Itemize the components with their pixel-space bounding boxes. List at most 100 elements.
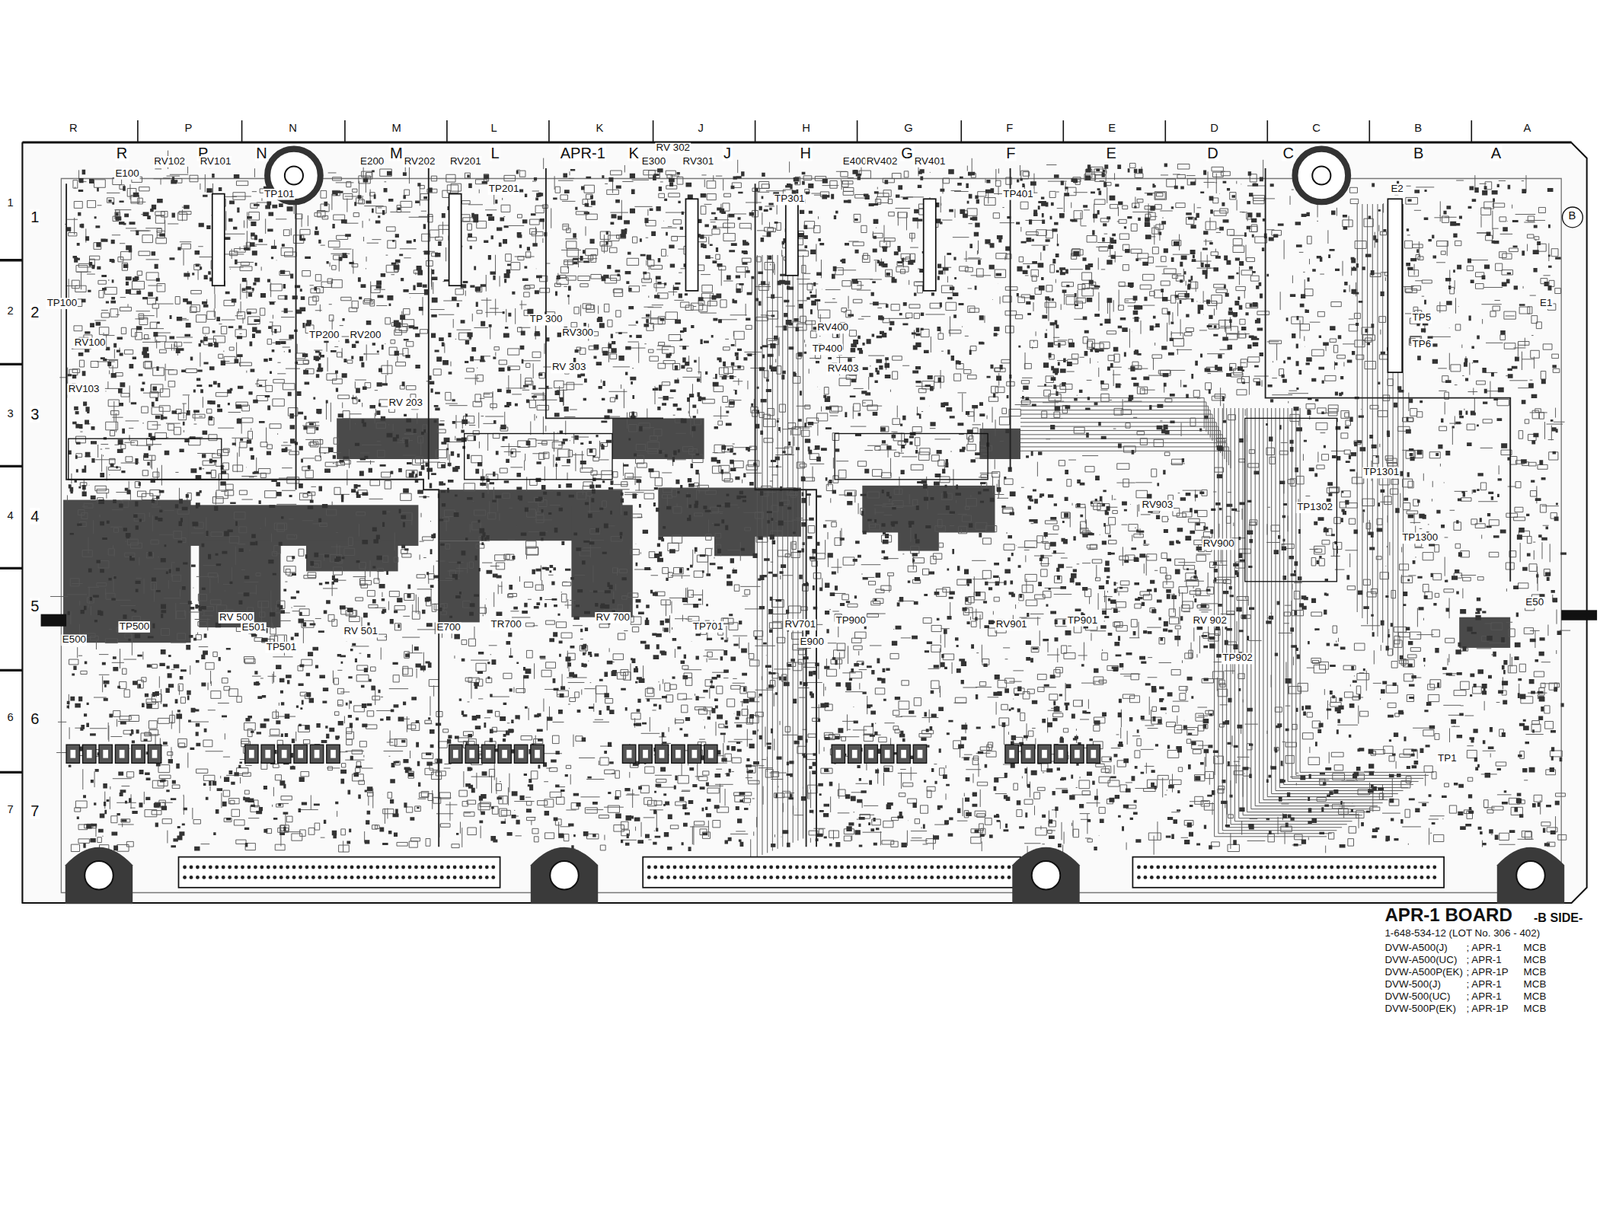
part-reference: RV 501	[342, 626, 379, 638]
grid-letter: B	[1414, 122, 1422, 135]
component-outline	[834, 434, 988, 480]
grid-letter: G	[903, 122, 913, 135]
mount-cell: MCB	[1523, 967, 1547, 978]
part-reference: RV102	[153, 156, 186, 167]
grid-letter: M	[392, 122, 402, 135]
part-reference: E50	[1524, 597, 1546, 608]
part-reference: TP900	[834, 615, 867, 626]
component-outline	[1245, 418, 1338, 582]
part-number: 1-648-534-12 (LOT No. 306 - 402)	[1384, 928, 1540, 939]
part-reference: RV400	[816, 322, 850, 333]
part-reference: RV903	[1140, 500, 1174, 511]
grid-number: 2	[6, 305, 13, 317]
grid-number: 4	[29, 507, 41, 524]
part-reference: RV401	[913, 156, 946, 167]
grid-number: 2	[29, 303, 41, 320]
grid-letter: F	[1005, 144, 1017, 161]
part-reference: RV300	[561, 327, 595, 339]
ic-outline	[685, 198, 698, 291]
mounting-hole	[65, 149, 1565, 905]
part-reference: TP301	[773, 194, 806, 205]
model-cell: DVW-500(UC)	[1384, 991, 1450, 1003]
partition-trace	[755, 183, 817, 847]
grid-letter: B	[1412, 144, 1425, 161]
partition-trace	[805, 489, 808, 847]
part-reference: TP1300	[1401, 532, 1440, 543]
board-title: APR-1 BOARD	[1384, 906, 1513, 926]
partition-trace	[546, 168, 664, 419]
part-reference: E500	[60, 634, 87, 646]
grid-letter: H	[798, 144, 812, 161]
partition-trace	[427, 168, 430, 480]
part-reference: RV 203	[387, 398, 424, 409]
grid-letter: N	[255, 144, 269, 161]
grid-letter: G	[900, 144, 914, 161]
mount-cell: MCB	[1523, 979, 1547, 991]
grid-letter: E	[1104, 144, 1118, 161]
grid-letter: A	[1523, 122, 1532, 135]
part-reference: TP201	[488, 183, 521, 195]
ic-outline	[785, 204, 799, 276]
grid-number: 3	[29, 405, 41, 422]
model-cell: DVW-A500P(EK)	[1384, 967, 1463, 978]
ic-outline	[449, 194, 462, 287]
grid-number: 5	[29, 597, 41, 614]
ic-outline	[1387, 198, 1402, 373]
mount-cell: MCB	[1523, 991, 1547, 1003]
part-reference: E501	[240, 622, 267, 633]
part-reference: RV 700	[594, 612, 631, 623]
grid-letter: C	[1312, 122, 1321, 135]
part-reference: TP401	[1002, 188, 1035, 200]
partition-trace	[295, 183, 298, 490]
part-reference: RV201	[449, 156, 483, 167]
trace	[50, 150, 1571, 865]
pad	[67, 162, 1567, 852]
grid-letter: K	[596, 122, 604, 135]
component-outline	[464, 434, 613, 480]
part-reference: TP6	[1411, 338, 1432, 350]
part-reference: RV301	[681, 156, 715, 167]
part-reference: E300	[641, 156, 668, 167]
ic-outline	[212, 194, 225, 287]
part-reference: TP5	[1411, 312, 1432, 323]
part-reference: RV101	[198, 156, 232, 167]
part-reference: E700	[435, 622, 462, 633]
part-reference: TP1302	[1296, 501, 1335, 513]
grid-letter: N	[288, 122, 298, 135]
grid-letter: A	[1489, 144, 1502, 161]
grid-letter: M	[389, 144, 404, 161]
grid-number: 6	[6, 712, 13, 724]
part-reference: RV901	[995, 619, 1029, 630]
grid-letter: F	[1005, 122, 1013, 135]
grid-letter: P	[185, 122, 193, 135]
part-reference: RV701	[783, 619, 817, 630]
part-reference: RV103	[67, 383, 100, 395]
part-reference: E1	[1539, 297, 1554, 309]
partition-trace	[1265, 168, 1511, 582]
grid-letter: J	[698, 122, 704, 135]
ic-outline	[923, 198, 936, 291]
grid-letter: L	[489, 144, 501, 161]
part-reference: RV200	[348, 329, 382, 341]
board-cell: ; APR-1	[1466, 954, 1502, 966]
part-reference: RV403	[826, 363, 860, 374]
grid-number: 7	[29, 803, 41, 820]
grid-number: 3	[6, 408, 13, 420]
part-reference: E200	[359, 156, 386, 167]
part-reference: E900	[798, 636, 825, 648]
model-cell: DVW-A500(J)	[1384, 942, 1447, 954]
grid-number: 4	[6, 510, 13, 522]
part-reference: RV900	[1202, 539, 1236, 550]
part-reference: TP1301	[1362, 467, 1401, 479]
grid-letter: C	[1281, 144, 1295, 161]
component-outline	[68, 438, 222, 480]
grid-letter: H	[801, 122, 811, 135]
part-reference: TP500	[118, 621, 151, 633]
part-reference: TR700	[489, 619, 523, 630]
part-reference: RV 902	[1191, 615, 1228, 626]
part-reference: RV 302	[654, 143, 691, 154]
part-reference: TP501	[265, 641, 298, 653]
part-reference: E2	[1389, 183, 1405, 195]
partition-trace	[66, 183, 439, 847]
part-reference: RV202	[402, 156, 436, 167]
